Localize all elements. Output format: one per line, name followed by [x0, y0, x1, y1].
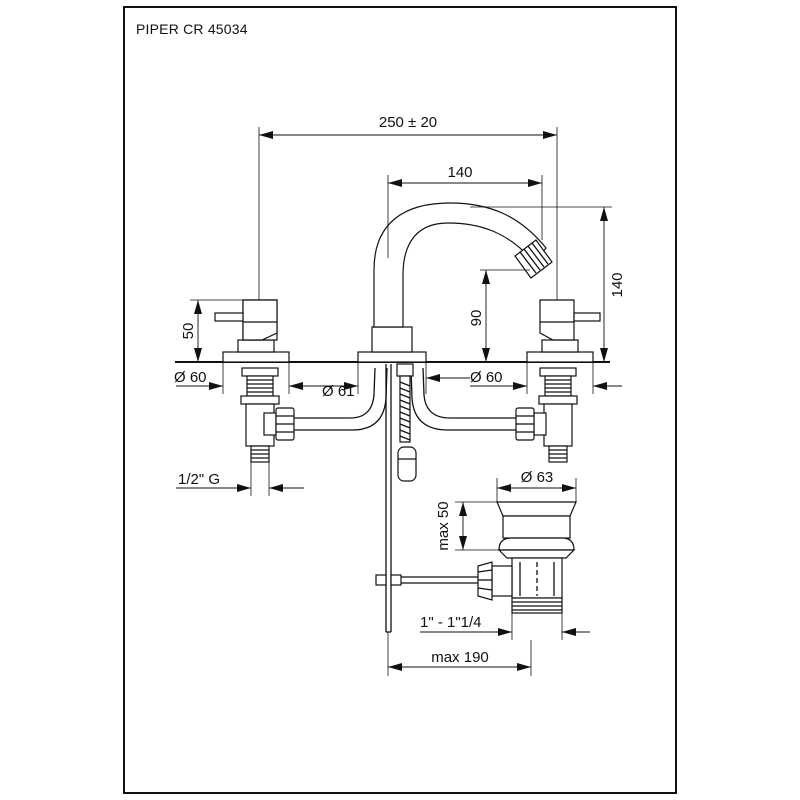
- dim-left-base: Ø 60: [174, 369, 207, 386]
- product-code: PIPER CR 45034: [136, 21, 248, 37]
- dim-spout-height: 140: [609, 272, 626, 297]
- dim-spout-base: Ø 61: [322, 383, 355, 400]
- spout: [357, 202, 553, 482]
- dim-right-base: Ø 60: [470, 369, 503, 386]
- left-valve: [214, 299, 295, 463]
- dim-waste-height: max 50: [435, 501, 452, 550]
- pop-up-waste: [477, 501, 577, 614]
- dim-waste-thread: 1" - 1"1/4: [420, 614, 482, 631]
- dim-waste-dia: Ø 63: [521, 469, 554, 486]
- dim-outlet-height: 90: [468, 310, 485, 327]
- pop-up-rod: [375, 364, 478, 633]
- dim-overall-width: 250 ± 20: [379, 114, 437, 131]
- dim-handle-height: 50: [180, 323, 197, 340]
- right-valve: [515, 299, 601, 463]
- dim-rod-length: max 190: [431, 649, 489, 666]
- dim-spout-reach: 140: [447, 164, 472, 181]
- dim-inlet-thread: 1/2" G: [178, 471, 220, 488]
